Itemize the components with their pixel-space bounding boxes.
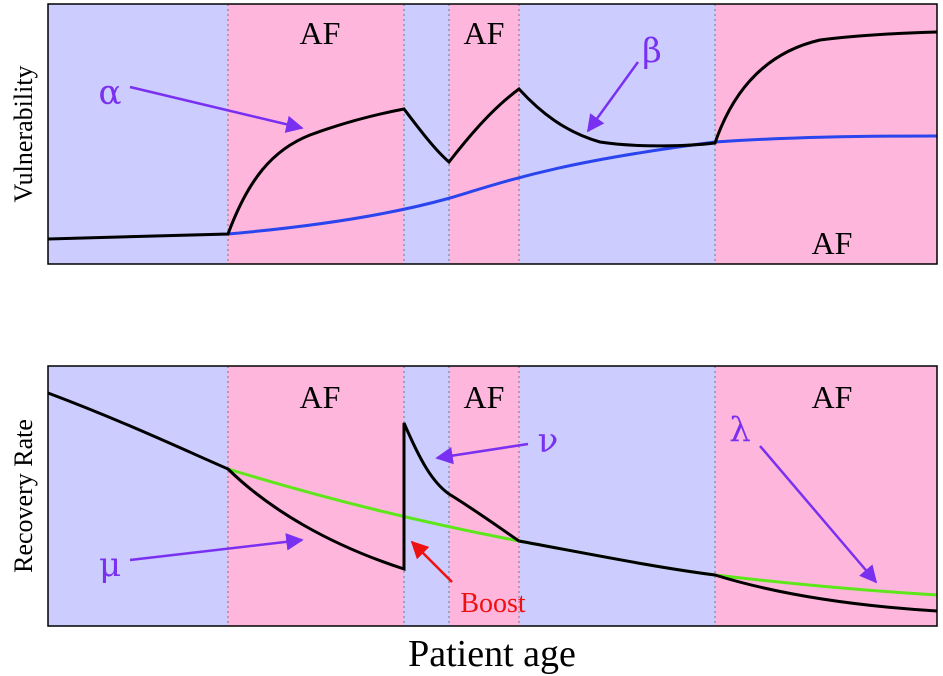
vulnerability-curve: [47, 30, 938, 241]
af-band-label: AF: [812, 225, 853, 261]
af-band-label: AF: [464, 15, 505, 51]
y-axis-label: Recovery Rate: [9, 419, 38, 573]
af-band-label: AF: [300, 15, 341, 51]
lambda-arrow: [759, 445, 878, 584]
sinus-band: [404, 366, 449, 626]
af-band: [715, 4, 937, 264]
mu-arrow: [129, 533, 304, 562]
nu-arrow: [435, 442, 529, 465]
sinus-band: [404, 4, 449, 264]
beta-arrow: [586, 61, 640, 133]
vulnerability-panel: AF AF AF α β Vulnerability: [9, 3, 938, 265]
af-band-label: AF: [812, 379, 853, 415]
x-axis-label: Patient age: [408, 633, 576, 675]
lambda-annotation: λ: [729, 410, 751, 450]
af-band: [449, 366, 519, 626]
boost-annotation: Boost: [460, 588, 526, 619]
panel-frame: [47, 365, 938, 627]
alpha-annotation: α: [99, 73, 122, 113]
panel-frame: [47, 3, 938, 265]
alpha-arrow: [129, 85, 304, 133]
vulnerability-baseline-curve: [227, 134, 938, 236]
beta-annotation: β: [642, 31, 662, 71]
y-axis-label: Vulnerability: [9, 65, 38, 202]
af-band-label: AF: [464, 379, 505, 415]
nu-annotation: ν: [538, 421, 559, 461]
recovery-panel: AF AF AF ν λ μ Boost Recovery Rate: [9, 365, 938, 627]
sinus-band: [519, 4, 715, 264]
sinus-band: [48, 4, 228, 264]
sinus-band: [48, 366, 228, 626]
mu-annotation: μ: [99, 545, 121, 585]
af-band: [449, 4, 519, 264]
boost-arrow: [410, 540, 453, 583]
af-band: [715, 366, 937, 626]
recovery-curve: [47, 391, 938, 613]
af-band-label: AF: [300, 379, 341, 415]
sinus-band: [519, 366, 715, 626]
